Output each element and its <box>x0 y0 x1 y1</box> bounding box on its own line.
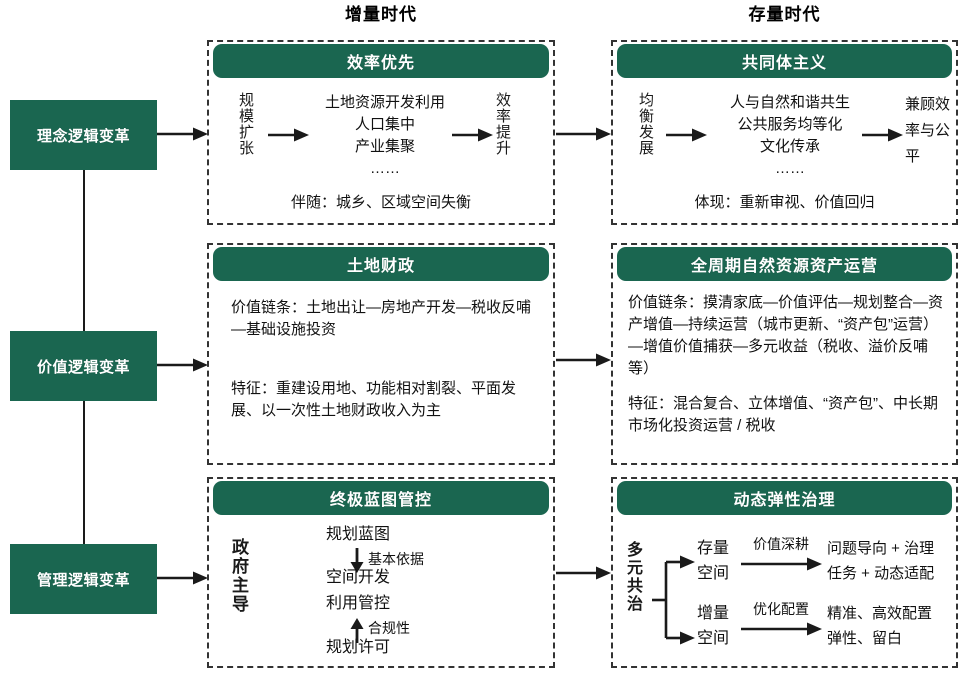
r1c2-step2: 人与自然和谐共生 公共服务均等化 文化传承 …… <box>700 92 880 180</box>
r3c2-branch-2-result-line-2: 弹性、留白 <box>827 630 903 647</box>
panel-title-land-finance: 土地财政 <box>213 247 549 281</box>
r1c2-arrow-2 <box>862 127 904 143</box>
stage-spine-lower <box>83 401 85 544</box>
r1c1-arrow-1 <box>268 127 310 143</box>
r3c2-branch-2-result-line-1: 精准、高效配置 <box>827 605 933 622</box>
r3c2-branch-connector <box>650 548 698 652</box>
r3c1-node-mid-line-1: 空间开发 <box>325 569 390 586</box>
panel-title-ultimate-blueprint-control: 终极蓝图管控 <box>213 481 549 515</box>
r2c2-paragraph-1: 价值链条：摸清家底—价值评估—规划整合—资产增值—持续运营（城市更新、“资产包”… <box>628 294 944 377</box>
r1c2-step2-line-3: 文化传承 <box>759 138 820 155</box>
r1c2-step3: 兼顾效率与公平 <box>905 96 951 165</box>
r3c2-branch-1-arrow-label: 价值深耕 <box>753 536 809 552</box>
panel-title-full-cycle-asset-operation: 全周期自然资源资产运营 <box>617 247 952 281</box>
panel-title-efficiency-first: 效率优先 <box>213 44 549 78</box>
r1c1-step2-line-4: …… <box>370 160 400 177</box>
r3c2-branch-1-node-line-1: 存量 <box>696 540 729 557</box>
r1c1-step2-line-1: 土地资源开发利用 <box>324 94 445 111</box>
r1c2-arrow-1 <box>666 127 708 143</box>
r1c1-arrow-2 <box>452 127 494 143</box>
panel-title-communitarianism: 共同体主义 <box>617 44 952 78</box>
r2c2-paragraph-2: 特征：混合复合、立体增值、“资产包”、中长期市场化投资运营 / 税收 <box>628 395 938 434</box>
r1c1-step2-line-2: 人口集中 <box>354 116 415 133</box>
panel-title-text: 共同体主义 <box>741 55 827 72</box>
r3c2-branch-1-node: 存量 空间 <box>687 536 739 586</box>
arrow-manage-to-panel <box>157 570 209 586</box>
r3c2-branch-2-arrow-label: 优化配置 <box>753 601 809 617</box>
stage-box-value[interactable]: 价值逻辑变革 <box>10 331 157 401</box>
arrow-r3-left-to-right <box>556 565 612 581</box>
r3c2-branch-2-node-line-1: 增量 <box>696 605 729 622</box>
r3c2-branch-1-result: 问题导向 + 治理 任务 + 动态适配 <box>827 536 955 586</box>
arrow-r1-left-to-right <box>556 126 612 142</box>
r3c1-arrow-down <box>349 548 365 574</box>
r1c2-step2-line-2: 公共服务均等化 <box>737 116 843 133</box>
panel-title-text: 全周期自然资源资产运营 <box>690 258 878 275</box>
panel-title-text: 终极蓝图管控 <box>329 492 432 509</box>
stage-label-manage: 管理逻辑变革 <box>36 571 130 589</box>
r3c2-branch-1-arrow <box>741 556 823 572</box>
r3c2-branch-2-arrow <box>741 621 823 637</box>
r1c1-step2-line-3: 产业集聚 <box>354 138 415 155</box>
r3c2-branch-2-result: 精准、高效配置 弹性、留白 <box>827 601 955 651</box>
r3c1-label-down: 基本依据 <box>368 551 424 567</box>
r1c2-step1: 均衡发展 <box>637 92 654 156</box>
r3c2-side-label: 多元共治 <box>624 541 641 613</box>
r3c1-node-mid-line-2: 利用管控 <box>325 595 390 612</box>
r3c2-branch-2-node-line-2: 空间 <box>696 630 729 647</box>
r3c1-arrow-up <box>349 617 365 643</box>
panel-title-text: 效率优先 <box>346 55 415 72</box>
r3c2-branch-2-node: 增量 空间 <box>687 601 739 651</box>
panel-title-text: 动态弹性治理 <box>733 492 836 509</box>
r1c1-step3: 效率提升 <box>494 92 511 156</box>
arrow-value-to-panel <box>157 357 209 373</box>
r2c1-paragraph-2: 特征：重建设用地、功能相对割裂、平面发展、以一次性土地财政收入为主 <box>231 380 517 419</box>
r2c1-paragraph-1: 价值链条：土地出让—房地产开发—税收反哺—基础设施投资 <box>231 299 532 338</box>
r3c2-branch-1-node-line-2: 空间 <box>696 565 729 582</box>
column-title-stock: 存量时代 <box>748 5 821 24</box>
arrow-concept-to-panel <box>157 126 209 142</box>
stage-box-manage[interactable]: 管理逻辑变革 <box>10 544 157 614</box>
stage-label-concept: 理念逻辑变革 <box>36 127 130 145</box>
r1c2-step2-line-1: 人与自然和谐共生 <box>729 94 850 111</box>
panel-title-text: 土地财政 <box>346 258 415 275</box>
r3c1-node-top: 规划蓝图 <box>325 526 390 543</box>
r3c2-branch-1-result-line-1: 问题导向 + 治理 <box>827 540 935 557</box>
arrow-r2-left-to-right <box>556 352 612 368</box>
r3c2-branch-1-result-line-2: 任务 + 动态适配 <box>827 565 935 582</box>
r3c1-node-mid: 空间开发 利用管控 <box>303 565 413 617</box>
r3c1-side-label: 政府主导 <box>229 538 248 614</box>
r3c1-label-up: 合规性 <box>368 620 410 636</box>
r1c2-footer: 体现：重新审视、价值回归 <box>694 194 875 211</box>
r1c1-step2: 土地资源开发利用 人口集中 产业集聚 …… <box>300 92 470 180</box>
r1c2-step2-line-4: …… <box>775 160 805 177</box>
panel-title-dynamic-resilient-governance: 动态弹性治理 <box>617 481 952 515</box>
column-title-incremental: 增量时代 <box>345 5 417 24</box>
r1c1-step1: 规模扩张 <box>237 92 254 156</box>
stage-spine-upper <box>83 170 85 331</box>
r3c1-node-bottom: 规划许可 <box>325 639 390 656</box>
stage-box-concept[interactable]: 理念逻辑变革 <box>10 100 157 170</box>
r1c1-footer: 伴随：城乡、区域空间失衡 <box>290 194 471 211</box>
stage-label-value: 价值逻辑变革 <box>36 358 130 376</box>
